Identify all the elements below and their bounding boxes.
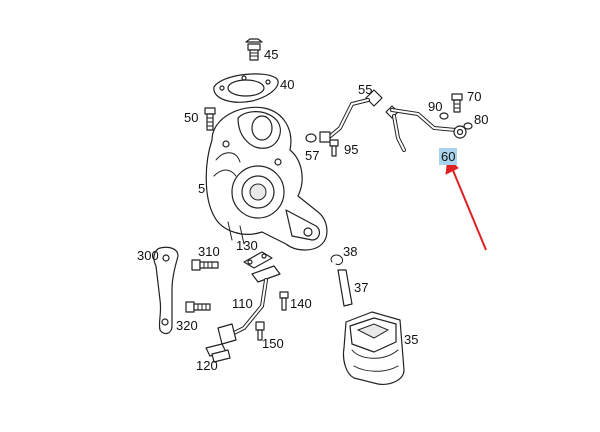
part-45-bolt xyxy=(245,38,263,61)
part-35-actuator xyxy=(342,311,405,385)
label-50: 50 xyxy=(184,110,199,125)
label-310: 310 xyxy=(198,244,220,259)
label-38: 38 xyxy=(343,244,358,259)
label-55: 55 xyxy=(358,82,373,97)
label-60-highlighted: 60 xyxy=(439,148,458,165)
label-110: 110 xyxy=(232,296,253,311)
part-150-bolt xyxy=(255,321,265,341)
label-80: 80 xyxy=(474,112,489,127)
pointer-arrow xyxy=(445,156,487,251)
label-5: 5 xyxy=(198,181,206,196)
label-140: 140 xyxy=(290,296,312,311)
label-300: 300 xyxy=(137,248,159,263)
part-120-seal xyxy=(205,343,231,363)
part-300-bracket xyxy=(153,246,179,335)
part-110-pipe xyxy=(217,265,281,345)
part-38-clip xyxy=(330,254,343,265)
label-57: 57 xyxy=(305,148,320,163)
part-310-bolt xyxy=(191,259,219,271)
part-90-washer xyxy=(439,112,449,120)
part-60-pipe xyxy=(385,105,467,152)
label-35: 35 xyxy=(404,332,419,347)
part-140-bolt xyxy=(279,291,289,311)
part-5-turbocharger xyxy=(205,106,328,251)
part-57-washer xyxy=(305,133,317,143)
part-320-bolt xyxy=(185,301,211,313)
part-50-stud xyxy=(204,107,216,131)
part-130-gasket xyxy=(243,251,273,269)
label-70: 70 xyxy=(467,89,482,104)
label-130: 130 xyxy=(236,238,258,253)
part-37-hose xyxy=(337,269,353,307)
label-90: 90 xyxy=(428,99,443,114)
part-55-pipe xyxy=(319,89,383,143)
part-95-bolt xyxy=(329,139,339,157)
label-320: 320 xyxy=(176,318,198,333)
label-120: 120 xyxy=(196,358,218,373)
label-45: 45 xyxy=(264,47,279,62)
part-80-washer xyxy=(463,122,473,130)
part-70-bolt xyxy=(451,93,463,113)
label-150: 150 xyxy=(262,336,284,351)
part-40-gasket xyxy=(213,73,279,103)
label-37: 37 xyxy=(354,280,369,295)
label-40: 40 xyxy=(280,77,295,92)
label-95: 95 xyxy=(344,142,359,157)
